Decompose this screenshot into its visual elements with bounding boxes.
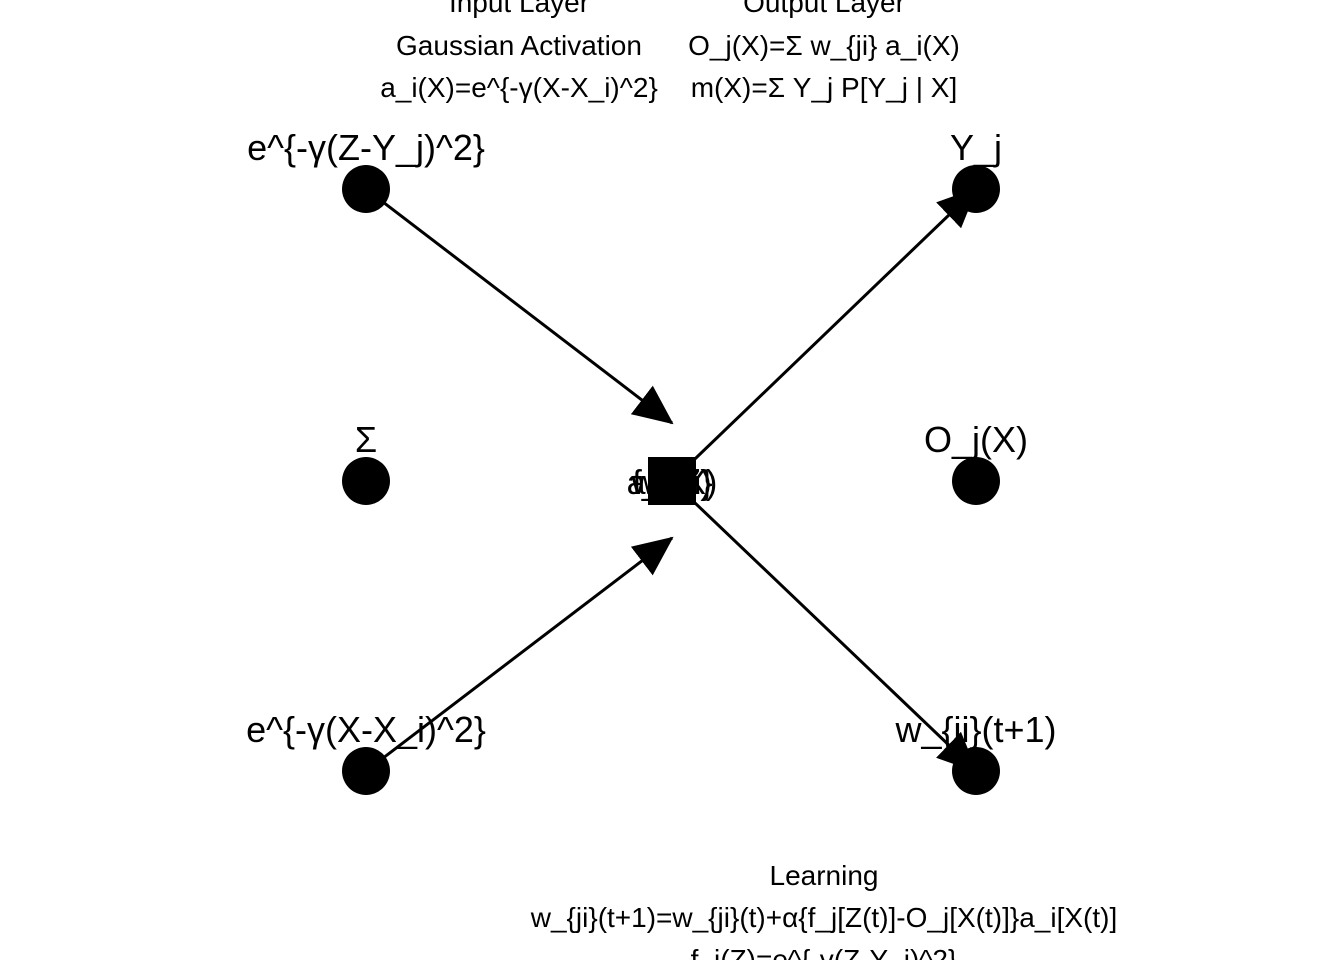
- learning-update-rule: w_{ji}(t+1)=w_{ji}(t)+α{f_j[Z(t)]-O_j[X(…: [530, 902, 1118, 933]
- center-label-activation: a_i(X): [627, 464, 718, 502]
- node-label-top-right: Y_j: [950, 127, 1002, 168]
- node-label-bottom-left: e^{-γ(X-X_i)^2}: [246, 709, 486, 750]
- edge-center-to-bottom-right: [670, 479, 978, 773]
- node-top-right: [952, 165, 1000, 213]
- input-layer-title: Input Layer: [449, 0, 589, 18]
- edge-bottom-left-to-center: [365, 536, 674, 773]
- node-label-mid-right: O_j(X): [924, 419, 1028, 460]
- edge-top-left-to-center: [365, 187, 674, 425]
- node-label-bottom-right: w_{ji}(t+1): [894, 709, 1056, 750]
- output-layer-output-formula: O_j(X)=Σ w_{ji} a_i(X): [688, 30, 960, 61]
- node-center-square: [648, 457, 696, 505]
- learning-title: Learning: [770, 860, 879, 891]
- learning-target-formula: f_j(Z)=e^{-γ(Z-Y_j)^2}: [691, 944, 958, 960]
- node-top-left: [342, 165, 390, 213]
- edge-center-to-top-right: [670, 187, 978, 483]
- node-mid-left: [342, 457, 390, 505]
- node-label-mid-left: Σ: [355, 419, 377, 460]
- output-layer-mean-formula: m(X)=Σ Y_j P[Y_j | X]: [691, 72, 958, 103]
- node-bottom-right: [952, 747, 1000, 795]
- center-label-target: f_j(Z): [632, 464, 711, 502]
- node-label-top-left: e^{-γ(Z-Y_j)^2}: [247, 127, 485, 168]
- input-layer-formula: a_i(X)=e^{-γ(X-X_i)^2}: [380, 72, 658, 103]
- input-layer-activation: Gaussian Activation: [396, 30, 642, 61]
- center-label-alpha: α: [662, 464, 682, 502]
- node-bottom-left: [342, 747, 390, 795]
- node-mid-right: [952, 457, 1000, 505]
- output-layer-title: Output Layer: [743, 0, 905, 18]
- center-label-weight: w_{ji}: [630, 464, 712, 502]
